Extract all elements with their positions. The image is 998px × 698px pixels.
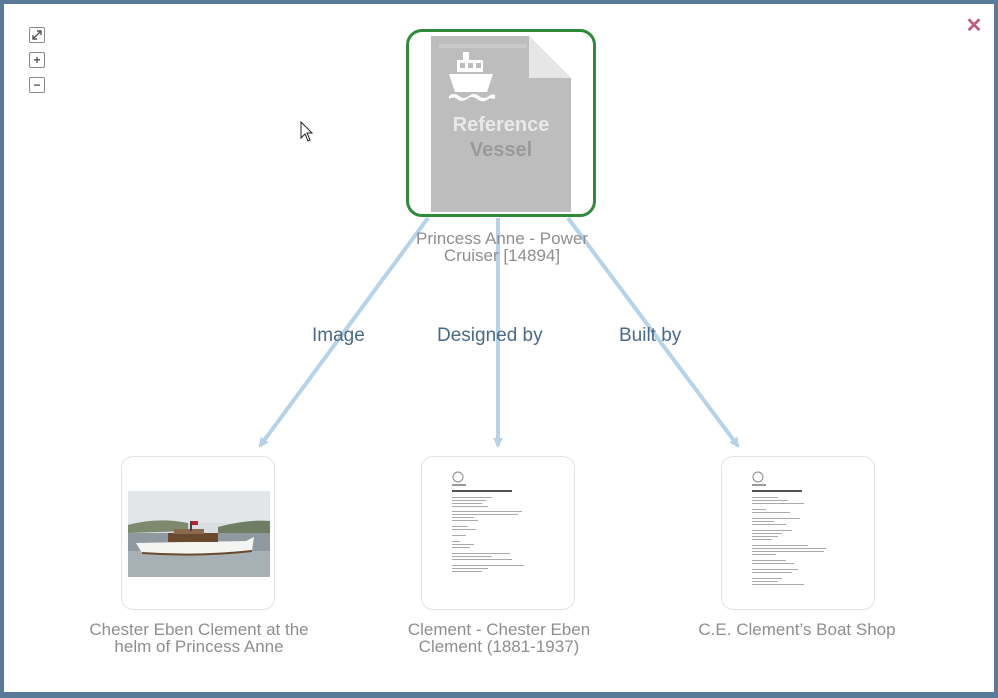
edge-label-designed-by: Designed by: [437, 325, 543, 346]
center-node-label: Princess Anne - Power Cruiser [14894]: [416, 229, 588, 265]
edge-label-image: Image: [312, 325, 365, 346]
child-node-photo[interactable]: [121, 456, 275, 610]
edge-built-by: [566, 216, 740, 448]
child-node-document-designer[interactable]: [421, 456, 575, 610]
zoom-in-button[interactable]: +: [29, 52, 45, 68]
document-text-line2: Vessel: [469, 139, 533, 161]
ship-icon: [449, 52, 495, 102]
relationship-graph-panel: + − ✕ Reference Vessel Princess Anne - P…: [4, 4, 994, 692]
child-node-document-builder[interactable]: [721, 456, 875, 610]
expand-icon: [32, 30, 42, 40]
child-node-label-photo: Chester Eben Clement at the helm of Prin…: [89, 620, 309, 656]
fullscreen-button[interactable]: [29, 27, 45, 43]
boat-photo-thumbnail: [128, 491, 270, 577]
reference-vessel-document-icon: [431, 36, 571, 212]
close-button[interactable]: ✕: [965, 15, 983, 37]
center-node-reference-vessel[interactable]: Reference Vessel: [406, 29, 596, 217]
edge-image: [258, 216, 430, 448]
document-text-line1: Reference: [452, 114, 550, 136]
child-node-label-designer: Clement - Chester Eben Clement (1881-193…: [407, 620, 591, 656]
graph-edges: [258, 216, 740, 448]
edge-label-built-by: Built by: [619, 325, 682, 346]
document-thumbnail: [450, 469, 546, 601]
mouse-cursor-icon: [300, 121, 314, 142]
zoom-out-button[interactable]: −: [29, 77, 45, 93]
document-thumbnail: [750, 469, 846, 601]
child-node-label-builder: C.E. Clement’s Boat Shop: [698, 620, 896, 639]
